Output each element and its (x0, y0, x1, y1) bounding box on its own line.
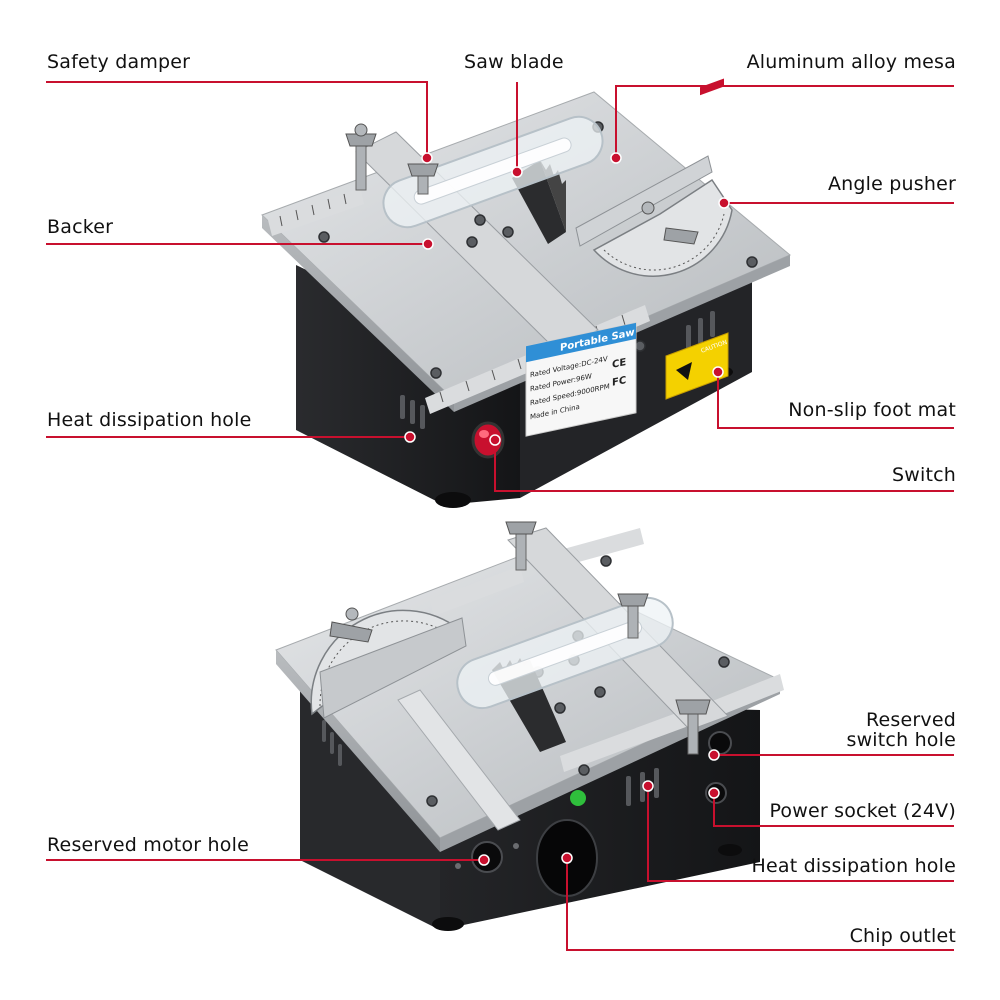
callout-dot (718, 197, 730, 209)
bottom-side-slots (322, 720, 342, 766)
callout-line-non-slip-mat (717, 372, 954, 429)
callout-line-safety-damper (46, 81, 428, 158)
top-angle-pusher-scale (603, 213, 725, 271)
label-angle-pusher: Angle pusher (827, 173, 956, 195)
label-backer: Backer (47, 216, 114, 238)
bottom-ruler-strip (430, 566, 524, 616)
label-reserved-motor: Reserved motor hole (47, 834, 249, 856)
bottom-safety-damper-slot (487, 620, 643, 686)
top-angle-pusher-protractor (592, 178, 733, 277)
callout-dot (422, 238, 434, 250)
top-heat-slot (420, 405, 425, 429)
bottom-ruler-strip (560, 708, 694, 772)
callout-dot (489, 434, 501, 446)
label-aluminum-mesa: Aluminum alloy mesa (746, 51, 956, 73)
label-chip-outlet: Chip outlet (849, 925, 956, 947)
callout-line-aluminum-mesa (615, 85, 954, 158)
callout-lines (46, 81, 954, 951)
bottom-saw-body-left (300, 690, 440, 930)
top-switch-highlight (479, 430, 489, 438)
label-safety-damper: Safety damper (47, 51, 191, 73)
callout-dot (421, 152, 433, 164)
top-angle-knob (641, 201, 699, 245)
top-vent-slot (698, 318, 703, 344)
top-wing-nut (345, 123, 377, 191)
label-heat-hole-top: Heat dissipation hole (47, 409, 252, 431)
bottom-angle-pusher-fence (319, 617, 467, 719)
product-label-cert-fc: FC (612, 375, 626, 389)
top-saw-table-edge-left (262, 215, 454, 412)
label-reserved-switch-line1: Reserved (865, 709, 956, 731)
callout-dot (404, 431, 416, 443)
callout-dot (478, 854, 490, 866)
bottom-small-screw (513, 843, 519, 849)
top-ruler-strip (268, 188, 364, 236)
bottom-saw-foot (432, 917, 464, 931)
label-reserved-switch-line2: switch hole (846, 729, 956, 751)
callout-line-chip-outlet (566, 858, 954, 951)
bottom-wing-nut (675, 699, 711, 755)
top-safety-damper-slot (413, 137, 572, 205)
bottom-small-screw (455, 863, 461, 869)
top-saw-foot (435, 492, 471, 508)
top-saw-body-front (296, 265, 520, 505)
top-product-label (525, 322, 637, 437)
top-heat-slot (400, 395, 405, 419)
callout-dot (708, 787, 720, 799)
bottom-green-indicator (570, 790, 586, 806)
bottom-saw-illustration (275, 521, 784, 931)
label-saw-blade: Saw blade (464, 51, 564, 73)
bottom-miter-slot (397, 689, 521, 831)
top-wing-nut (407, 163, 439, 195)
top-vent-slot (686, 325, 691, 351)
label-non-slip-mat: Non-slip foot mat (788, 399, 956, 421)
label-switch: Switch (891, 464, 956, 486)
top-saw-illustration (261, 78, 791, 508)
callout-dot (610, 152, 622, 164)
callout-dot (708, 749, 720, 761)
callout-line-switch (494, 440, 954, 492)
callout-dot (561, 852, 573, 864)
callout-dots (404, 152, 730, 866)
callout-dot (511, 166, 523, 178)
bottom-saw-foot (718, 844, 742, 856)
bottom-wing-nut (505, 521, 537, 571)
callout-line-power-socket (713, 793, 954, 827)
callout-line-heat-hole-bottom (647, 786, 954, 882)
top-vent-slot (710, 311, 715, 337)
callout-dot (642, 780, 654, 792)
top-heat-slot (410, 400, 415, 424)
callout-dot (712, 366, 724, 378)
top-angle-pusher-fence (575, 155, 713, 247)
product-label-cert-ce: CE (612, 357, 626, 371)
bottom-wing-nut (617, 593, 649, 639)
bottom-angle-knob (329, 607, 373, 643)
label-power-socket: Power socket (24V) (769, 800, 956, 822)
label-heat-hole-bottom: Heat dissipation hole (751, 855, 956, 877)
bottom-ruler-strip (560, 528, 644, 566)
